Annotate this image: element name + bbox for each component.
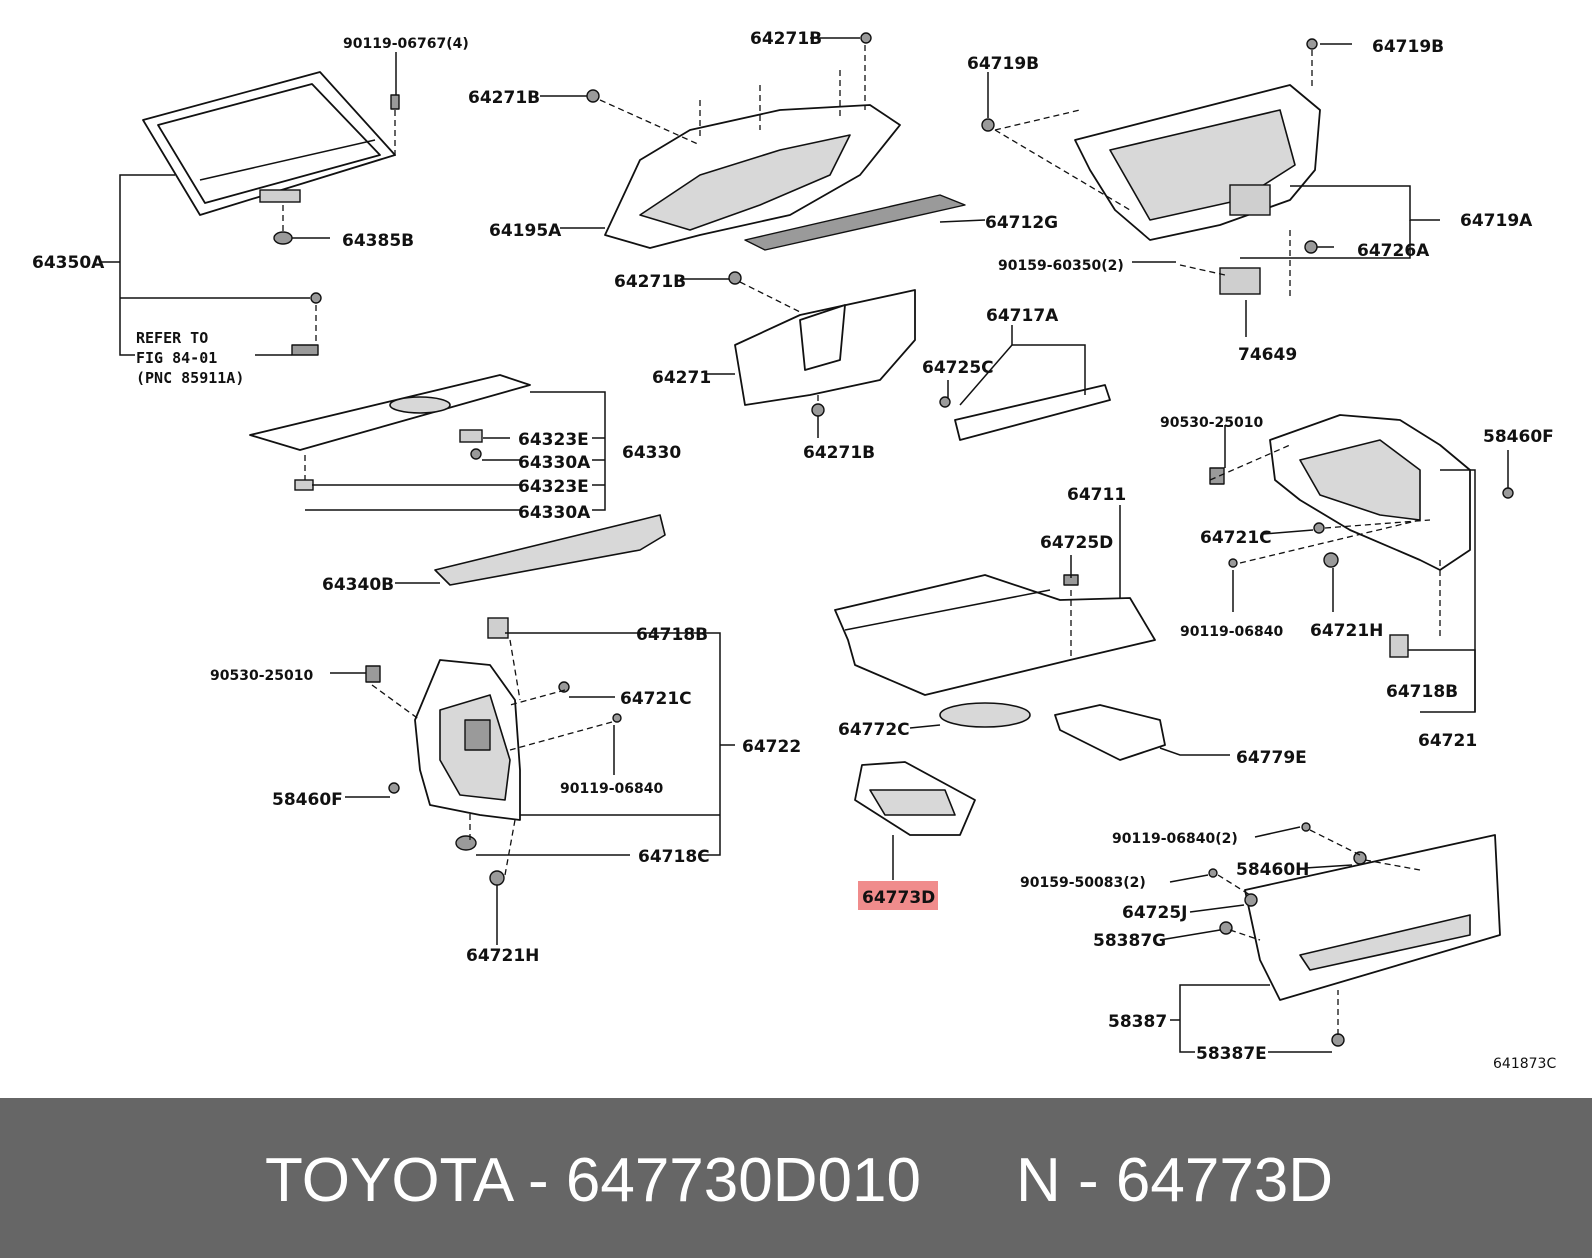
label-l16: 64271 xyxy=(652,368,711,388)
label-l33: 90530-25010 xyxy=(210,668,313,684)
refer-note-line-2: FIG 84-01 xyxy=(136,349,217,367)
refer-note: REFER TO FIG 84-01 (PNC 85911A) xyxy=(136,329,244,387)
fasteners xyxy=(273,32,1514,1047)
diagram-code: 641873C xyxy=(1493,1056,1556,1072)
center-bracket-part xyxy=(604,45,901,249)
label-l22: 64330A xyxy=(518,453,591,473)
label-l18: 90530-25010 xyxy=(1160,415,1263,431)
dashed-leaders xyxy=(282,50,1441,1035)
leader-lines xyxy=(100,37,1509,1053)
label-l42: 64718C xyxy=(638,847,710,867)
label-l46: 64773D xyxy=(862,888,935,908)
label-l41: 58460F xyxy=(272,790,343,810)
box-64773d-part xyxy=(854,761,976,836)
label-l07: 64195A xyxy=(489,221,562,241)
label-l20: 64323E xyxy=(518,430,589,450)
label-l23: 64271B xyxy=(803,443,875,463)
panel-64271-part xyxy=(734,289,916,406)
label-l40: 90119-06840 xyxy=(560,781,663,797)
label-l45: 90159-50083(2) xyxy=(1020,875,1146,891)
label-l13: 64271B xyxy=(614,272,686,292)
refer-note-line-1: REFER TO xyxy=(136,329,208,347)
footer-bar: TOYOTA - 647730D010 N - 64773D xyxy=(0,1098,1592,1258)
right-quarter-trim-part xyxy=(1269,414,1471,658)
label-l48: 58387G xyxy=(1093,931,1166,951)
floor-mat-part xyxy=(834,574,1156,696)
rail-64717a-part xyxy=(954,384,1111,441)
label-l05: 64271B xyxy=(468,88,540,108)
parts-diagram-svg: 90119-06767(4) 64271B 64719B 64719B 6427… xyxy=(32,29,1556,1072)
label-l43: 90119-06840(2) xyxy=(1112,831,1238,847)
part-labels: 90119-06767(4) 64271B 64719B 64719B 6427… xyxy=(32,29,1554,1064)
label-l12: 90159-60350(2) xyxy=(998,258,1124,274)
label-l38: 64772C xyxy=(838,720,910,740)
trim-64340b-part xyxy=(434,514,666,586)
tray-64779e-part xyxy=(1054,704,1166,761)
strip-64712g-part xyxy=(744,194,966,251)
label-l25: 64330A xyxy=(518,503,591,523)
trunk-lid-trim-part xyxy=(1074,84,1321,241)
footer-text-svg: TOYOTA - 647730D010 N - 64773D xyxy=(265,1146,1333,1215)
label-l01: 90119-06767(4) xyxy=(343,36,469,52)
label-l15: 64717A xyxy=(986,306,1059,326)
label-l26: 64711 xyxy=(1067,485,1126,505)
label-l50: 58387 xyxy=(1108,1012,1167,1032)
label-l31: 64721H xyxy=(1310,621,1383,641)
label-l36: 64722 xyxy=(742,737,801,757)
left-quarter-trim-part xyxy=(414,617,521,821)
tonneau-frame-part xyxy=(142,71,396,216)
label-l06: 64385B xyxy=(342,231,414,251)
label-l51: 58387E xyxy=(1196,1044,1267,1064)
label-l47: 64725J xyxy=(1122,903,1187,923)
label-l04: 64719B xyxy=(967,54,1039,74)
label-l34: 64721C xyxy=(620,689,692,709)
rear-sill-part xyxy=(1244,834,1501,1001)
label-l39: 64779E xyxy=(1236,748,1307,768)
label-l14: 74649 xyxy=(1238,345,1297,365)
refer-note-line-3: (PNC 85911A) xyxy=(136,369,244,387)
label-l11: 64726A xyxy=(1357,241,1430,261)
highlight-box xyxy=(858,881,938,910)
label-l27: 64721C xyxy=(1200,528,1272,548)
label-l28: 64725D xyxy=(1040,533,1113,553)
part-74649-shape xyxy=(1219,267,1261,295)
label-l03: 64719B xyxy=(1372,37,1444,57)
footer-pnc: N - 64773D xyxy=(1016,1146,1333,1215)
label-l30: 90119-06840 xyxy=(1180,624,1283,640)
label-l10: 64350A xyxy=(32,253,105,273)
label-l19: 58460F xyxy=(1483,427,1554,447)
label-l37: 64721 xyxy=(1418,731,1477,751)
label-l35: 64718B xyxy=(1386,682,1458,702)
label-l09: 64719A xyxy=(1460,211,1533,231)
label-l21: 64330 xyxy=(622,443,681,463)
label-l08: 64712G xyxy=(985,213,1058,233)
label-l02: 64271B xyxy=(750,29,822,49)
label-l17: 64725C xyxy=(922,358,994,378)
label-l32: 64718B xyxy=(636,625,708,645)
footer-brand-part-number: TOYOTA - 647730D010 xyxy=(265,1146,921,1215)
package-tray-part xyxy=(249,374,531,491)
label-l49: 64721H xyxy=(466,946,539,966)
label-l24: 64323E xyxy=(518,477,589,497)
spare-cover-part xyxy=(939,702,1031,728)
label-l44: 58460H xyxy=(1236,860,1309,880)
parts-diagram: 90119-06767(4) 64271B 64719B 64719B 6427… xyxy=(32,29,1557,1072)
label-l29: 64340B xyxy=(322,575,394,595)
